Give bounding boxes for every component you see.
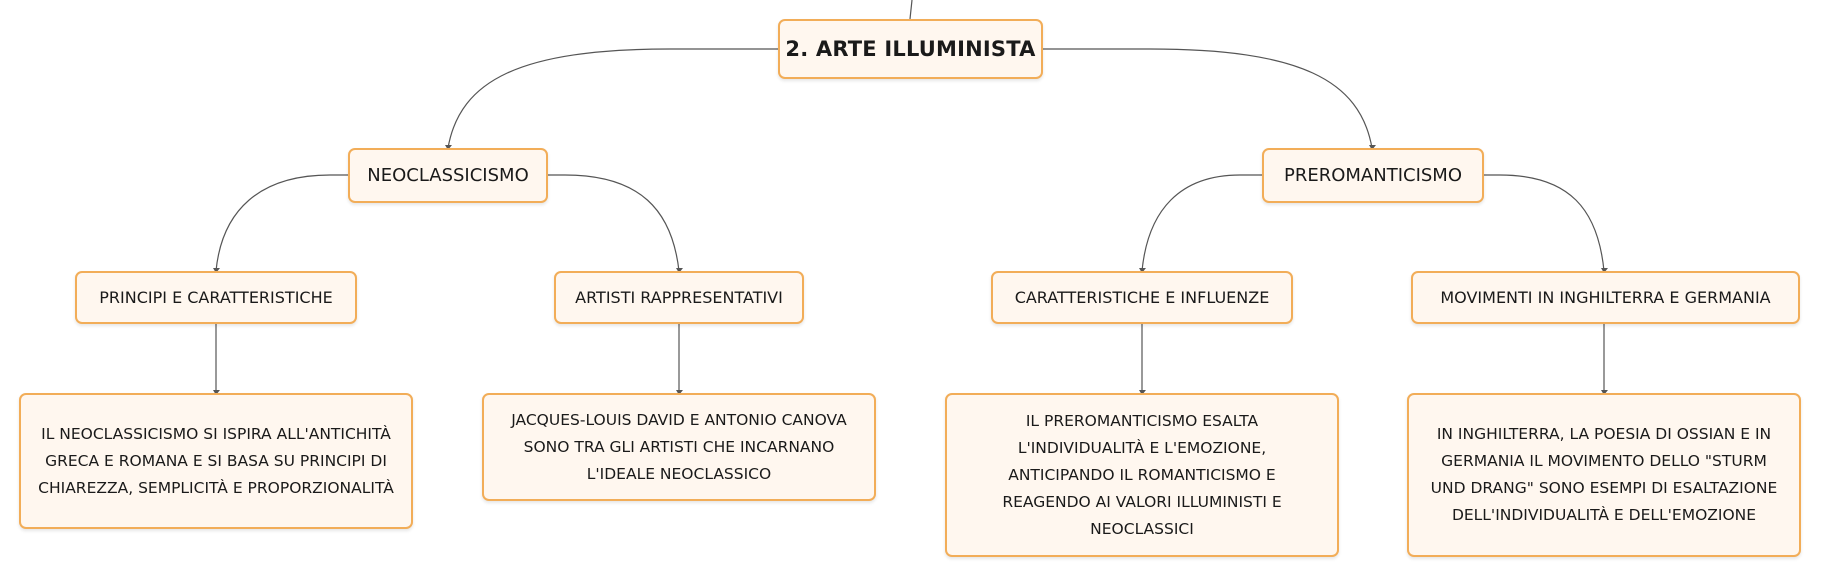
node-label: PRINCIPI E CARATTERISTICHE <box>99 288 333 307</box>
connector-root-neoclassicismo <box>447 48 778 149</box>
branch-preromanticismo[interactable]: PREROMANTICISMO <box>1262 148 1484 203</box>
detail-line: SONO TRA GLI ARTISTI CHE INCARNANO <box>523 437 835 456</box>
detail-line: UND DRANG" SONO ESEMPI DI ESALTAZIONE <box>1430 479 1778 497</box>
connector-root-up <box>909 0 913 20</box>
branch-neoclassicismo[interactable]: NEOCLASSICISMO <box>348 148 548 203</box>
connector-root-preromanticismo <box>1043 48 1373 149</box>
detail-line: L'INDIVIDUALITÀ E L'EMOZIONE, <box>1017 438 1267 457</box>
detail-line: IL NEOCLASSICISMO SI ISPIRA ALL'ANTICHIT… <box>41 424 391 443</box>
detail-principi[interactable]: IL NEOCLASSICISMO SI ISPIRA ALL'ANTICHIT… <box>19 393 413 529</box>
detail-caratteristiche[interactable]: IL PREROMANTICISMO ESALTA L'INDIVIDUALIT… <box>945 393 1339 557</box>
detail-line: NEOCLASSICI <box>1090 519 1194 538</box>
node-label: MOVIMENTI IN INGHILTERRA E GERMANIA <box>1440 288 1771 307</box>
root-node[interactable]: 2. ARTE ILLUMINISTA <box>778 19 1043 79</box>
node-artisti-rappresentativi[interactable]: ARTISTI RAPPRESENTATIVI <box>554 271 804 324</box>
detail-text: JACQUES-LOUIS DAVID E ANTONIO CANOVA SON… <box>511 407 847 488</box>
branch-label: PREROMANTICISMO <box>1283 165 1463 186</box>
detail-artisti[interactable]: JACQUES-LOUIS DAVID E ANTONIO CANOVA SON… <box>482 393 876 501</box>
node-principi-e-caratteristiche[interactable]: PRINCIPI E CARATTERISTICHE <box>75 271 357 324</box>
node-label: ARTISTI RAPPRESENTATIVI <box>575 288 783 307</box>
connector-pre-caratteristiche <box>1141 174 1262 272</box>
connector-neo-principi <box>215 174 348 272</box>
node-label: CARATTERISTICHE E INFLUENZE <box>1014 288 1270 307</box>
detail-line: REAGENDO AI VALORI ILLUMINISTI E <box>1002 492 1282 511</box>
root-label: 2. ARTE ILLUMINISTA <box>785 37 1036 61</box>
detail-line: ANTICIPANDO IL ROMANTICISMO E <box>1008 465 1276 484</box>
detail-text: IN INGHILTERRA, LA POESIA DI OSSIAN E IN… <box>1431 421 1778 529</box>
detail-line: DELL'INDIVIDUALITÀ E DELL'EMOZIONE <box>1451 506 1757 524</box>
detail-line: GRECA E ROMANA E SI BASA SU PRINCIPI DI <box>45 451 387 470</box>
connector-pre-movimenti <box>1484 174 1605 272</box>
detail-line: JACQUES-LOUIS DAVID E ANTONIO CANOVA <box>511 410 847 429</box>
detail-line: CHIAREZZA, SEMPLICITÀ E PROPORZIONALITÀ <box>38 478 394 497</box>
detail-movimenti[interactable]: IN INGHILTERRA, LA POESIA DI OSSIAN E IN… <box>1407 393 1801 557</box>
connector-neo-artisti <box>548 174 680 272</box>
node-movimenti-inghilterra-germania[interactable]: MOVIMENTI IN INGHILTERRA E GERMANIA <box>1411 271 1800 324</box>
detail-line: L'IDEALE NEOCLASSICO <box>586 464 772 483</box>
detail-line: IN INGHILTERRA, LA POESIA DI OSSIAN E IN <box>1436 425 1772 443</box>
detail-text: IL PREROMANTICISMO ESALTA L'INDIVIDUALIT… <box>1002 408 1281 543</box>
branch-label: NEOCLASSICISMO <box>367 165 529 186</box>
detail-text: IL NEOCLASSICISMO SI ISPIRA ALL'ANTICHIT… <box>38 421 394 502</box>
detail-line: GERMANIA IL MOVIMENTO DELLO "STURM <box>1441 452 1767 470</box>
detail-line: IL PREROMANTICISMO ESALTA <box>1025 411 1259 430</box>
node-caratteristiche-e-influenze[interactable]: CARATTERISTICHE E INFLUENZE <box>991 271 1293 324</box>
